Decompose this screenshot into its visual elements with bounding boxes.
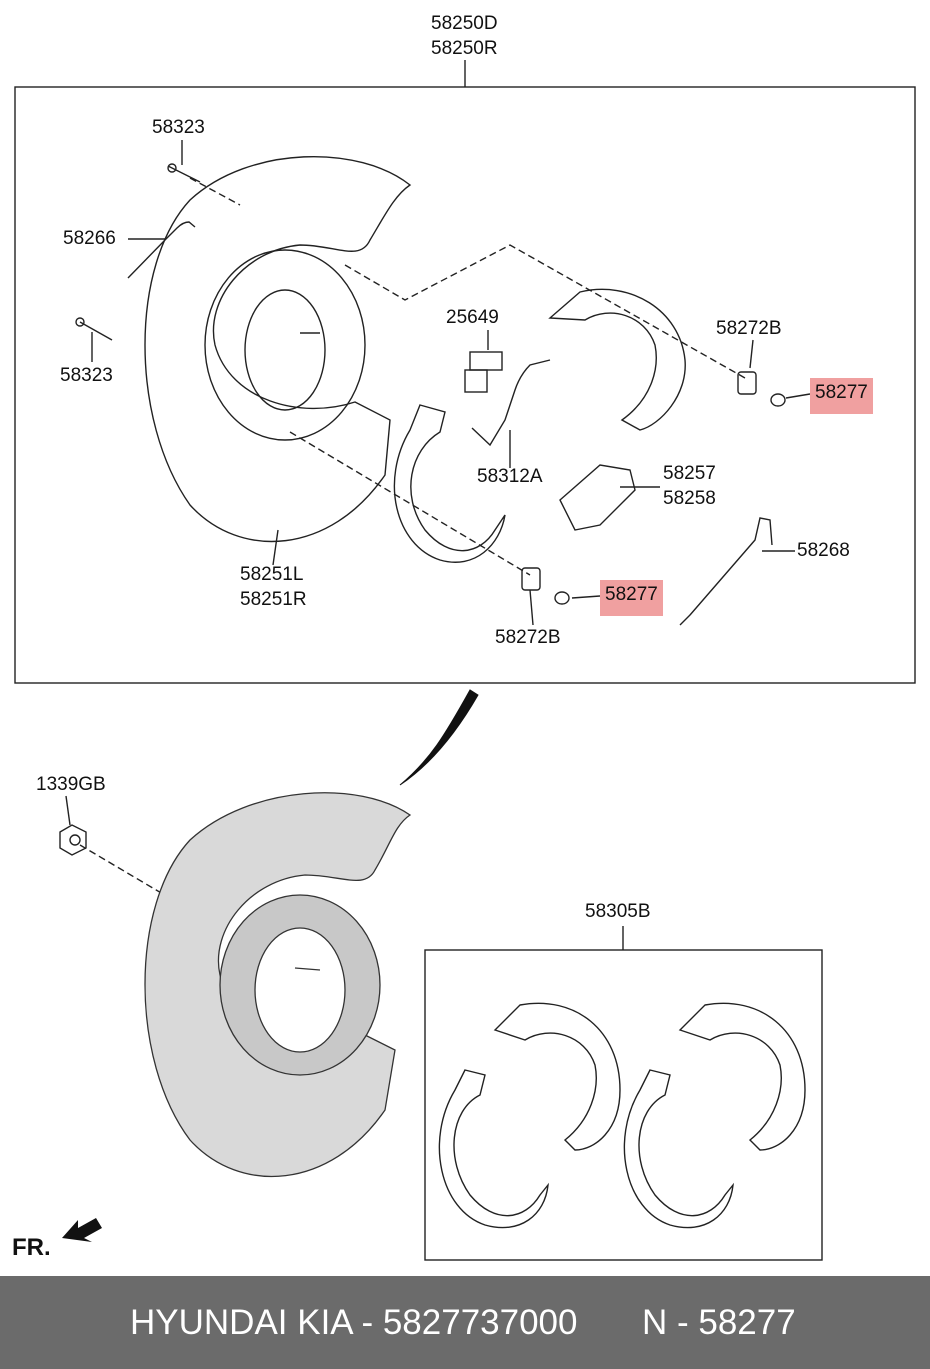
- label-58268: 58268: [797, 540, 850, 561]
- brake-shoe-lower: [393, 404, 506, 563]
- sensor-shape: [469, 351, 503, 371]
- label-58312a: 58312A: [477, 466, 543, 487]
- footer-bar: HYUNDAI KIA - 5827737000 N - 58277: [0, 1276, 930, 1369]
- spring-cup-upper-shape: [737, 371, 757, 395]
- label-58251r: 58251R: [240, 589, 307, 610]
- label-58251l: 58251L: [240, 564, 304, 585]
- assembled-plate-shape: [144, 792, 412, 1178]
- label-58323-left: 58323: [60, 365, 113, 386]
- spring-cup-lower-shape: [521, 567, 541, 591]
- brake-shoe-upper: [548, 288, 686, 431]
- spring-right-shape: [679, 517, 773, 626]
- label-58277-upper: 58277: [810, 378, 873, 414]
- pin-left-shape: [79, 321, 113, 341]
- pin-top-shape: [167, 165, 201, 183]
- label-58250d: 58250D: [431, 13, 498, 34]
- parts-diagram: [14, 60, 916, 1261]
- label-58272b-upper: 58272B: [716, 318, 782, 339]
- kit-shoes: [438, 1002, 806, 1229]
- shoe-kit-frame: [424, 949, 823, 1261]
- detail-arrow: [399, 689, 479, 786]
- label-1339gb: 1339GB: [36, 774, 106, 795]
- label-58272b-lower: 58272B: [495, 627, 561, 648]
- washer-lower-shape: [554, 591, 570, 605]
- label-58323-top: 58323: [152, 117, 205, 138]
- spring-upper-shape: [127, 221, 196, 279]
- label-58257: 58257: [663, 463, 716, 484]
- label-25649: 25649: [446, 307, 499, 328]
- label-58305b: 58305B: [585, 901, 651, 922]
- footer-ref-number: N - 58277: [642, 1303, 796, 1342]
- nut-shape: [59, 824, 87, 856]
- label-58277-lower: 58277: [600, 580, 663, 616]
- label-58258: 58258: [663, 488, 716, 509]
- backing-plate-shape: [144, 156, 412, 543]
- label-58266: 58266: [63, 228, 116, 249]
- spring-mid-shape: [471, 359, 551, 447]
- front-arrow-icon: [62, 1218, 102, 1242]
- washer-upper-shape: [770, 393, 786, 407]
- label-58250r: 58250R: [431, 38, 498, 59]
- front-direction-label: FR.: [12, 1234, 51, 1261]
- footer-brand-part-number: HYUNDAI KIA - 5827737000: [130, 1303, 578, 1342]
- adjuster-shape: [559, 464, 636, 531]
